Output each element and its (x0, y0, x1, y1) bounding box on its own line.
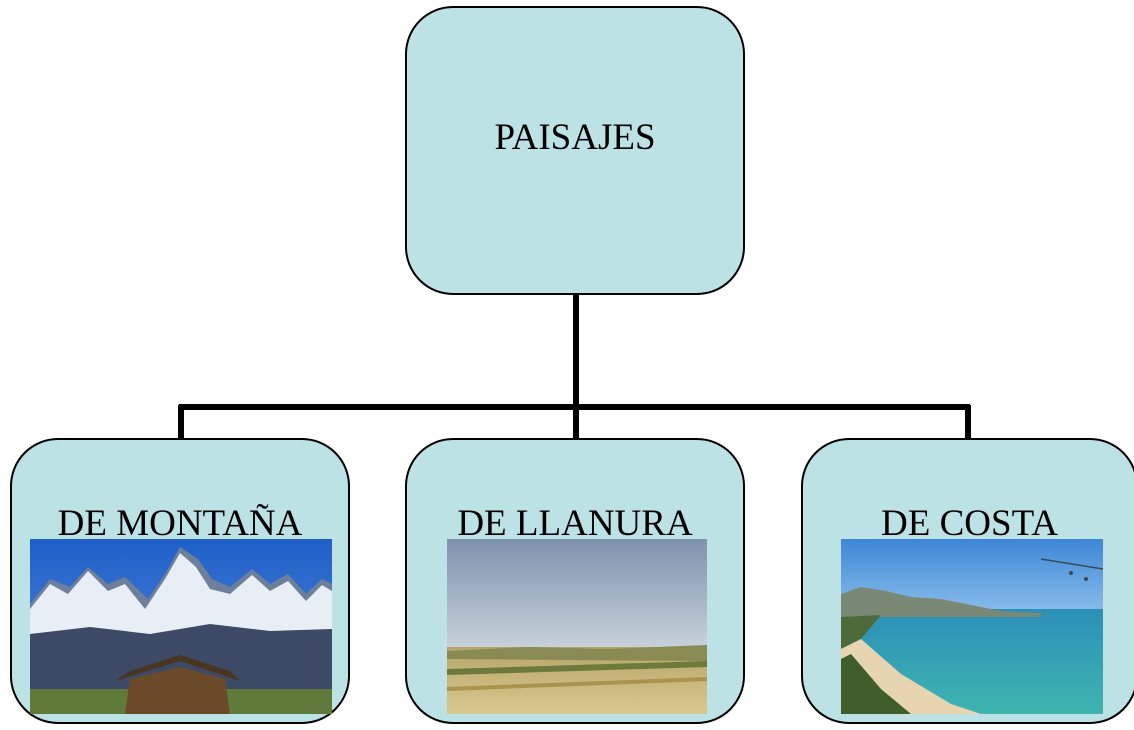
child-node-llanura: DE LLANURA (405, 438, 745, 724)
coast-beach-photo (841, 539, 1103, 714)
child-label-montana: DE MONTAÑA (57, 503, 303, 544)
root-node: PAISAJES (405, 6, 745, 295)
root-label: PAISAJES (494, 117, 656, 158)
child-node-montana: DE MONTAÑA (10, 438, 350, 724)
child-label-llanura: DE LLANURA (457, 503, 693, 544)
plain-field-photo (447, 539, 707, 714)
child-label-costa: DE COSTA (881, 503, 1058, 544)
mountain-barn-photo (30, 539, 332, 714)
child-node-costa: DE COSTA (801, 438, 1134, 724)
